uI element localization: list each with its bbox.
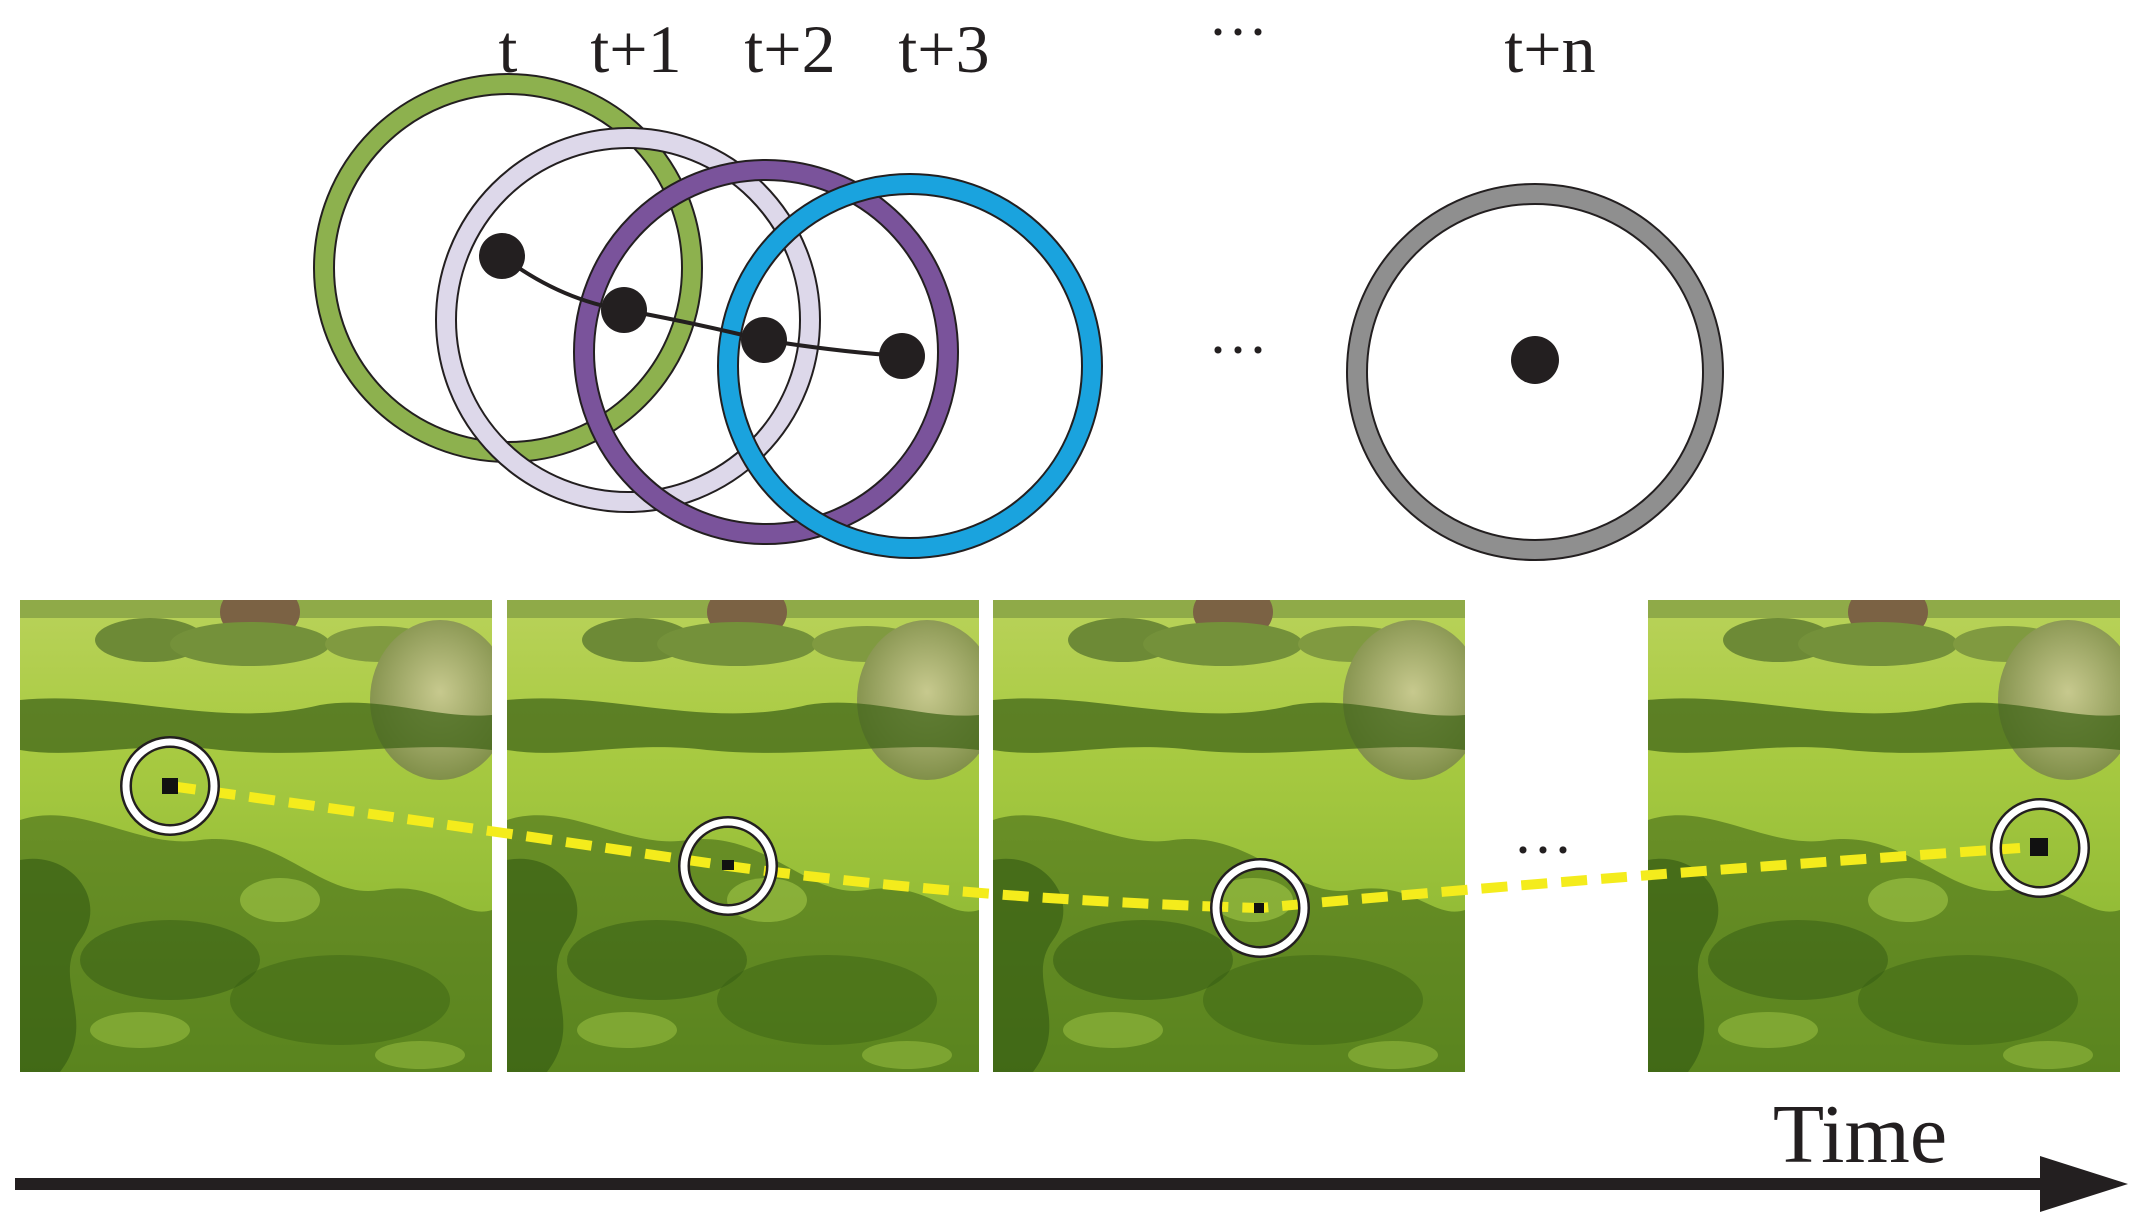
target-center-t-plus-n xyxy=(1511,336,1559,384)
search-region-rings: ··· xyxy=(313,73,1724,561)
time-label-t-plus-n: t+n xyxy=(1504,11,1595,87)
time-label-t-plus-1: t+1 xyxy=(590,11,681,87)
frame-t xyxy=(20,600,492,1072)
target-center-t-plus-2 xyxy=(741,317,787,363)
target-center-t-plus-1 xyxy=(601,287,647,333)
video-frames: ··· xyxy=(20,600,2120,1072)
time-label-t-plus-3: t+3 xyxy=(898,11,989,87)
target-box-frame-t xyxy=(162,778,178,794)
time-label-t-plus-2: t+2 xyxy=(744,11,835,87)
time-step-labels: t t+1 t+2 t+3 ··· t+n xyxy=(499,0,1596,87)
frame-t-plus-n xyxy=(1648,600,2120,1072)
target-ring-frame-t xyxy=(122,738,218,834)
ring-t-plus-n xyxy=(1348,185,1722,559)
trajectory-dashed-line xyxy=(169,781,2021,914)
ellipsis-middle: ··· xyxy=(1208,317,1268,383)
time-axis-label: Time xyxy=(1773,1088,1947,1181)
target-box-frame-t-plus-1 xyxy=(722,860,734,870)
time-label-t: t xyxy=(499,11,518,87)
ellipsis-frames: ··· xyxy=(1513,817,1573,883)
target-ring-frame-t-plus-2 xyxy=(1212,860,1308,956)
frame-t-plus-2 xyxy=(993,600,1465,1072)
ring-t-plus-1 xyxy=(437,129,819,511)
target-center-t-plus-3 xyxy=(879,333,925,379)
ring-t-plus-3 xyxy=(719,175,1101,557)
ellipsis-top: ··· xyxy=(1208,0,1268,65)
target-box-frame-t-plus-2 xyxy=(1254,903,1264,913)
target-box-frame-t-plus-n xyxy=(2030,838,2048,856)
target-markers xyxy=(120,736,2090,958)
target-ring-frame-t-plus-1 xyxy=(680,818,776,914)
time-axis: Time xyxy=(15,1088,2128,1212)
time-axis-arrowhead xyxy=(2040,1156,2128,1212)
target-ring-frame-t-plus-n xyxy=(1992,800,2088,896)
target-center-t xyxy=(479,233,525,279)
center-trajectory-line xyxy=(500,254,903,358)
ring-t-plus-2 xyxy=(575,161,957,543)
